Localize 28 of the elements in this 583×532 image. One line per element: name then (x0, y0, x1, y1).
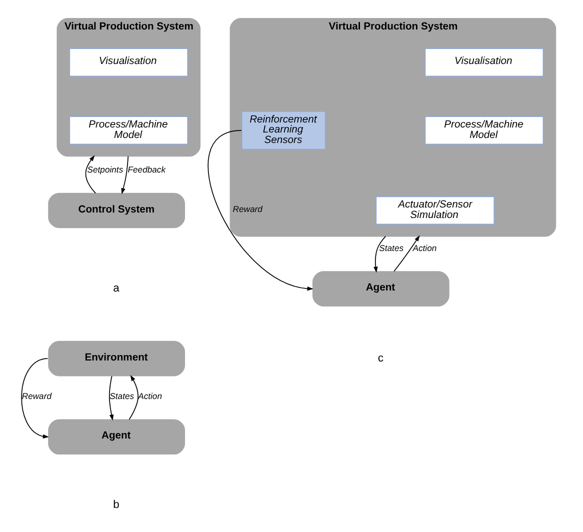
node-box: Process/Machine Model (424, 116, 544, 145)
edge-label: States (378, 242, 404, 253)
node-box: Agent (48, 419, 185, 455)
arrow (128, 374, 138, 420)
arrow (373, 236, 386, 273)
node-box: Visualisation (68, 48, 188, 77)
node-box: Actuator/Sensor Simulation (375, 196, 494, 225)
node-box: Visualisation (424, 48, 544, 77)
arrow (84, 155, 96, 194)
edge-label: Action (412, 242, 436, 253)
node-box: Agent (312, 271, 449, 306)
arrow (108, 376, 114, 421)
arrow (393, 235, 420, 272)
label: b (112, 498, 119, 511)
node-box: Control System (48, 192, 185, 228)
label: a (112, 282, 119, 295)
edge-label: Feedback (127, 164, 166, 175)
edge-label: States (109, 391, 134, 402)
node-box: Reinforcement Learning Sensors (240, 111, 326, 150)
edge-label: Reward (232, 204, 262, 214)
label: c (377, 352, 383, 364)
arrow (207, 130, 313, 291)
node-box: Environment (48, 340, 185, 376)
node-box: Process/Machine Model (68, 116, 188, 145)
arrow (120, 156, 128, 194)
edge-label: Setpoints (86, 164, 123, 175)
edge-label: Reward (21, 391, 51, 402)
arrow (20, 358, 48, 439)
